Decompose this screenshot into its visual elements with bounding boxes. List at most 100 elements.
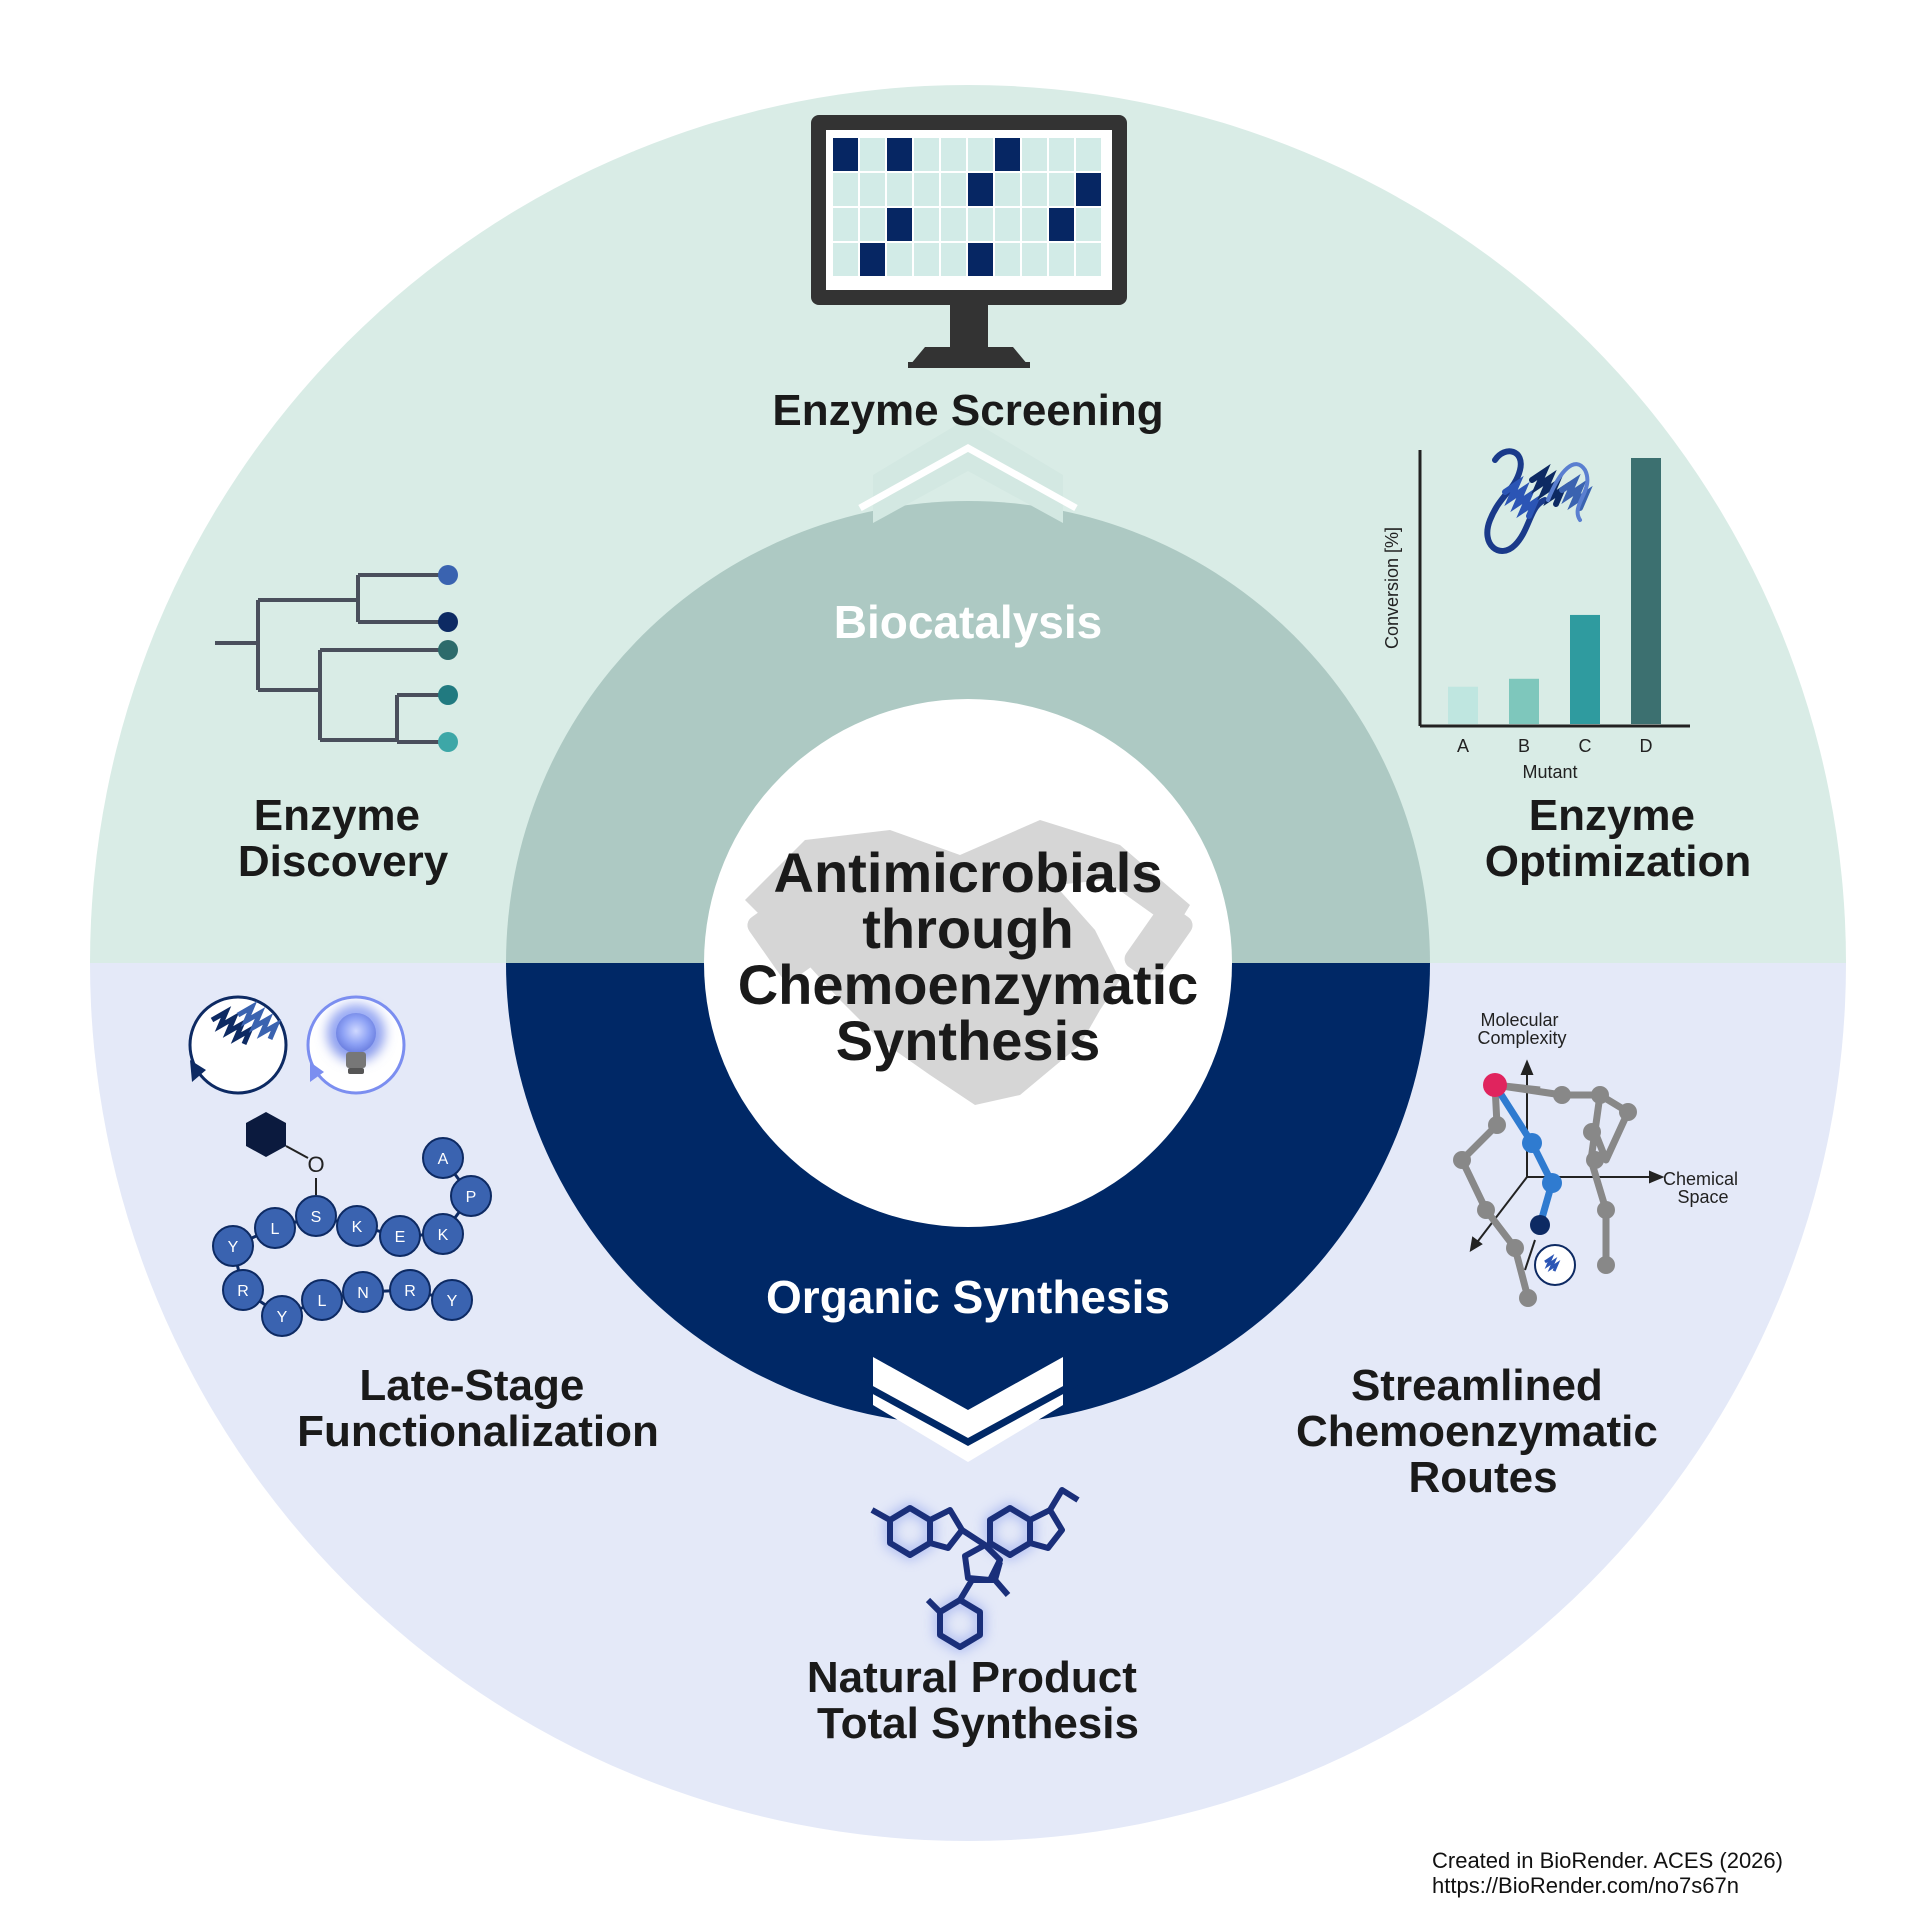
chemical-space-graph-icon: Molecular Complexity Chemical Space xyxy=(1453,1010,1738,1307)
tree-leaf-nodes xyxy=(438,565,458,752)
protein-structure-icon xyxy=(1484,448,1593,554)
chart-x-axis-label: Mutant xyxy=(1522,762,1577,782)
peptide-bead xyxy=(389,1269,431,1311)
bar-a xyxy=(1448,686,1478,724)
highlighted-route xyxy=(1483,1073,1562,1235)
peptide-bead xyxy=(222,1269,264,1311)
linker-oxygen: O xyxy=(307,1152,324,1177)
bar-d xyxy=(1631,458,1661,724)
up-chevron-outline xyxy=(858,443,1078,512)
screen-cell xyxy=(1022,243,1047,276)
screen-cell xyxy=(914,138,939,171)
label-enzyme-screening: Enzyme Screening xyxy=(772,386,1163,435)
screen-cell xyxy=(833,138,858,171)
peptide-bead xyxy=(431,1279,473,1321)
tick-label-c: C xyxy=(1579,736,1592,756)
peptide-bead-label: Y xyxy=(447,1293,458,1310)
screen-cell xyxy=(968,243,993,276)
screen-cell xyxy=(941,208,966,241)
screen-cell xyxy=(995,138,1020,171)
peptide-bead-label: P xyxy=(466,1189,477,1206)
screen-cell xyxy=(833,173,858,206)
screen-cell xyxy=(860,243,885,276)
bar-chart-icon: A B C D Mutant Conversion [%] xyxy=(1382,448,1690,782)
peptide-bead-label: R xyxy=(404,1283,416,1300)
screen-cell xyxy=(1076,208,1101,241)
screen-cell xyxy=(860,173,885,206)
screen-cell xyxy=(914,243,939,276)
ring-bottom-label: Organic Synthesis xyxy=(766,1271,1170,1323)
peptide-bead-label: R xyxy=(237,1283,249,1300)
peptide-bead xyxy=(254,1207,296,1249)
screen-cell xyxy=(1022,208,1047,241)
screen-cell xyxy=(968,173,993,206)
svg-text:Chemoenzymatic: Chemoenzymatic xyxy=(738,953,1199,1016)
screen-cell xyxy=(941,243,966,276)
axis-label-molecular-complexity: Molecular Complexity xyxy=(1477,1010,1566,1048)
screen-cell xyxy=(860,138,885,171)
tick-label-b: B xyxy=(1518,736,1530,756)
peptide-bead xyxy=(261,1295,303,1337)
center-disc: Antimicrobials through Chemoenzymatic Sy… xyxy=(704,699,1232,1227)
bar-b xyxy=(1509,678,1539,724)
screen-cell xyxy=(833,208,858,241)
screen-cell xyxy=(1049,208,1074,241)
screen-cell xyxy=(1076,173,1101,206)
bar-c xyxy=(1570,614,1600,724)
screen-cell xyxy=(1076,138,1101,171)
peptide-bead xyxy=(379,1215,421,1257)
label-natural-product: Natural Product Total Synthesis xyxy=(807,1653,1149,1748)
label-late-stage: Late-Stage Functionalization xyxy=(297,1361,659,1456)
peptide-bead-label: L xyxy=(318,1293,327,1310)
lightbulb-cycle-icon xyxy=(306,995,406,1095)
peptide-bead-label: K xyxy=(438,1227,449,1244)
screen-cell xyxy=(1022,173,1047,206)
label-streamlined-routes: Streamlined Chemoenzymatic Routes xyxy=(1296,1361,1670,1502)
peptide-bead xyxy=(301,1279,343,1321)
screen-cell xyxy=(887,138,912,171)
screen-cell xyxy=(914,173,939,206)
hexagon-substituent xyxy=(246,1112,286,1157)
center-title: Antimicrobials through Chemoenzymatic Sy… xyxy=(738,841,1199,1072)
screen-cell xyxy=(941,138,966,171)
chart-y-axis-label: Conversion [%] xyxy=(1382,527,1402,649)
screen-cell xyxy=(887,208,912,241)
screen-cell xyxy=(1022,138,1047,171)
peptide-bead-label: L xyxy=(271,1221,280,1238)
svg-text:Antimicrobials: Antimicrobials xyxy=(774,841,1163,904)
screen-cell xyxy=(1049,243,1074,276)
screen-cell xyxy=(995,243,1020,276)
phylogenetic-tree-icon xyxy=(215,573,445,744)
peptide-bead xyxy=(212,1225,254,1267)
svg-text:Synthesis: Synthesis xyxy=(836,1009,1101,1072)
peptide-bead xyxy=(336,1205,378,1247)
screen-cell xyxy=(914,208,939,241)
credit-text: Created in BioRender. ACES (2026) https:… xyxy=(1432,1848,1789,1898)
peptide-bead-label: E xyxy=(395,1229,406,1246)
peptide-bead xyxy=(342,1271,384,1313)
screen-cell xyxy=(887,243,912,276)
peptide-bead xyxy=(422,1213,464,1255)
screen-cell xyxy=(995,208,1020,241)
peptide-bead-label: N xyxy=(357,1285,369,1302)
peptide-bead-label: A xyxy=(438,1151,449,1168)
tick-label-d: D xyxy=(1640,736,1653,756)
enzyme-badge-icon xyxy=(1524,1239,1576,1286)
down-chevron-outline xyxy=(858,1379,1078,1446)
peptide-bead-label: S xyxy=(311,1209,322,1226)
ring-top-label: Biocatalysis xyxy=(834,596,1102,648)
screen-cell xyxy=(887,173,912,206)
peptide-bead-label: Y xyxy=(228,1239,239,1256)
svg-text:through: through xyxy=(862,897,1073,960)
screen-cell xyxy=(968,138,993,171)
screen-cell xyxy=(1076,243,1101,276)
peptide-bead-label: Y xyxy=(277,1309,288,1326)
tick-label-a: A xyxy=(1457,736,1469,756)
screen-cell xyxy=(968,208,993,241)
peptide-bead xyxy=(450,1175,492,1217)
screen-cell xyxy=(1049,138,1074,171)
label-enzyme-discovery: Enzyme Discovery xyxy=(238,791,449,886)
molecules-icon xyxy=(870,1487,1080,1652)
